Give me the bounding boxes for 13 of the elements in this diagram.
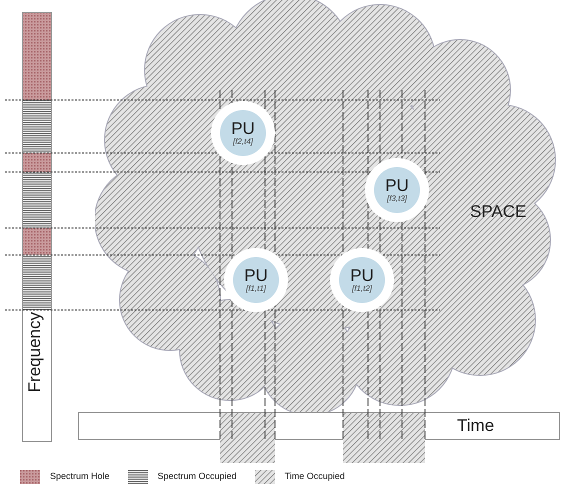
pu-label: PU <box>385 176 409 194</box>
legend-label: Spectrum Occupied <box>158 470 237 484</box>
axis-label: Frequency <box>26 312 43 392</box>
pu-label: PU <box>350 266 374 284</box>
coordinate-label: [f1,t2] <box>352 284 372 294</box>
legend-label: Spectrum Hole <box>50 470 110 484</box>
pu-label: PU <box>244 266 268 284</box>
coordinate-label: [f3,t3] <box>386 194 407 204</box>
coordinate-label: [f2,t4] <box>232 136 253 146</box>
coordinate-label: [f1,t1] <box>246 284 266 294</box>
pu-label: PU <box>231 120 255 136</box>
axis-label: Time <box>457 417 494 434</box>
legend-label: Time Occupied <box>284 470 345 484</box>
